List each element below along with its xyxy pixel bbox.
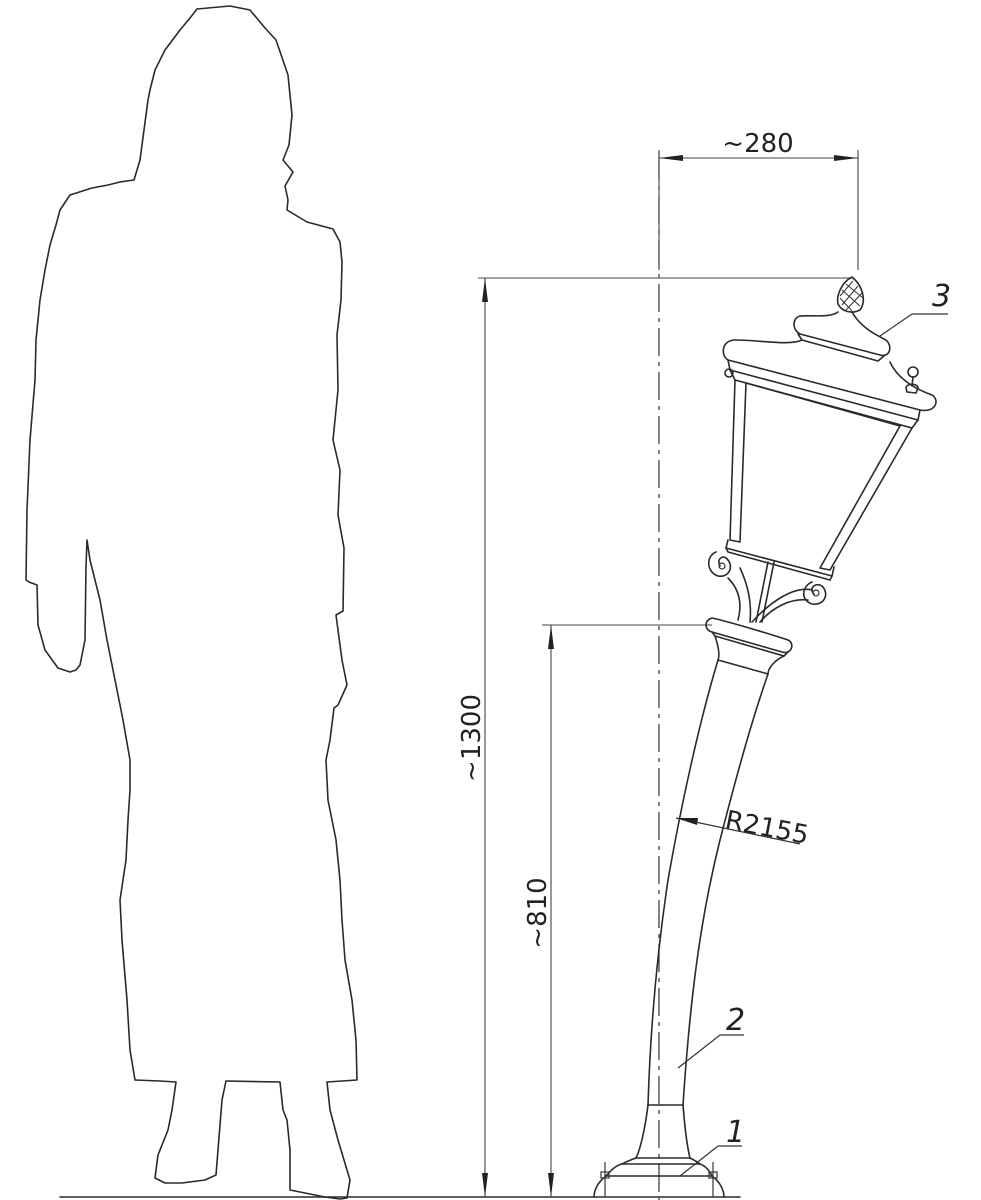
dimension-width: ~280 bbox=[658, 129, 859, 270]
callout-1-number: 1 bbox=[726, 1115, 745, 1150]
radius-label: R2155 bbox=[723, 805, 811, 851]
dimension-post-height-label: ~810 bbox=[523, 877, 553, 948]
dimension-post-height: ~810 bbox=[523, 625, 554, 1197]
dimension-width-label: ~280 bbox=[722, 129, 793, 159]
radius-annotation: R2155 bbox=[675, 805, 811, 851]
callout-2-number: 2 bbox=[726, 1003, 745, 1038]
callout-3: 3 bbox=[879, 279, 951, 337]
human-silhouette bbox=[25, 5, 358, 1200]
dimension-total-height-label: ~1300 bbox=[457, 694, 487, 782]
dimension-total-height: ~1300 bbox=[457, 278, 488, 1197]
callout-2: 2 bbox=[677, 1003, 745, 1069]
callout-3-number: 3 bbox=[932, 279, 951, 314]
callout-1: 1 bbox=[679, 1115, 745, 1177]
lantern bbox=[707, 276, 937, 623]
base bbox=[593, 1157, 725, 1198]
post bbox=[635, 617, 793, 1159]
